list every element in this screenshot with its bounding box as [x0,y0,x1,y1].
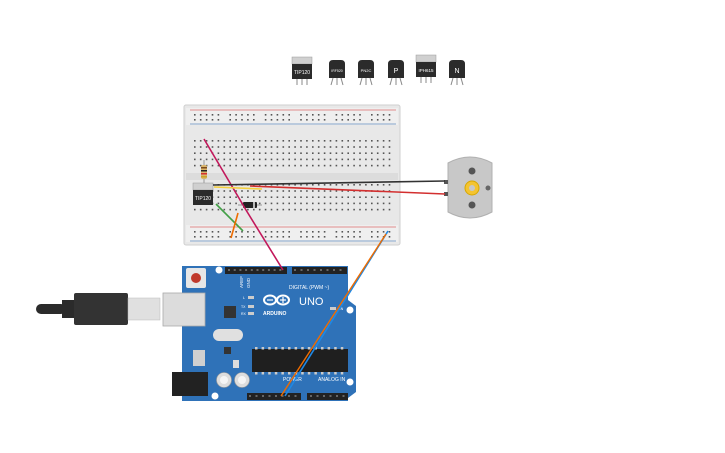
palette-label: PN2C [361,68,372,73]
component-palette: TIP120 IRF520 PN2C P [291,54,465,86]
digital-header-left [225,267,287,274]
palette-label: IPH615 [418,68,434,73]
palette-transistor-pn2c[interactable]: PN2C [358,60,374,86]
palette-transistor-iph615[interactable]: IPH615 [415,54,437,83]
palette-transistor-p[interactable]: P [388,60,404,86]
analog-header-label: ANALOG IN [318,377,346,383]
power-header-label: POWER [283,377,302,383]
transistor-label: TIP120 [195,196,211,202]
wire-magenta[interactable] [203,138,284,271]
palette-label: N [454,68,459,75]
breadboard[interactable] [183,104,401,246]
rx-label: RX [241,312,247,316]
palette-label: P [394,68,399,75]
palette-label: TIP120 [294,70,310,76]
digital-header-label: DIGITAL (PWM ~) [289,285,329,291]
l-led-label: L [243,296,245,300]
usb-chip [224,306,236,318]
arduino-logo-text: ARDUINO [263,311,286,317]
power-jack [172,372,208,396]
wire-green[interactable] [215,203,244,232]
breadboard-holes [194,114,391,238]
analog-header [307,393,348,400]
usb-cable [36,293,161,325]
gnd-label: GND [246,277,251,288]
palette-transistor-irf520[interactable]: IRF520 [329,60,345,86]
transistor-tip120[interactable]: TIP120 [192,182,214,205]
palette-transistor-n[interactable]: N [449,60,465,86]
arduino-logo-icon [263,294,290,306]
on-led-label: ON [338,307,344,311]
palette-label: IRF520 [331,69,343,73]
aref-label: AREF [239,276,244,288]
diode[interactable] [238,202,262,208]
arduino-uno[interactable]: AREF GND DIGITAL (PWM ~) UNO ARDUINO L T… [36,266,356,401]
wire-yellow[interactable] [213,186,263,190]
wires [203,138,446,397]
tx-label: TX [241,305,246,309]
wire-orange-long[interactable] [280,233,387,397]
usb-port [162,292,206,327]
dc-motor[interactable] [444,156,493,219]
board-name: UNO [299,296,324,308]
wire-red[interactable] [249,185,446,195]
crystal [213,329,243,341]
wire-black[interactable] [212,180,446,186]
atmega-chip [252,349,348,372]
digital-header-right [292,267,347,274]
power-header [247,393,301,400]
palette-transistor-tip120[interactable]: TIP120 [291,56,313,85]
resistor[interactable] [201,160,207,183]
wire-orange[interactable] [230,212,239,239]
center-channel [186,173,398,180]
